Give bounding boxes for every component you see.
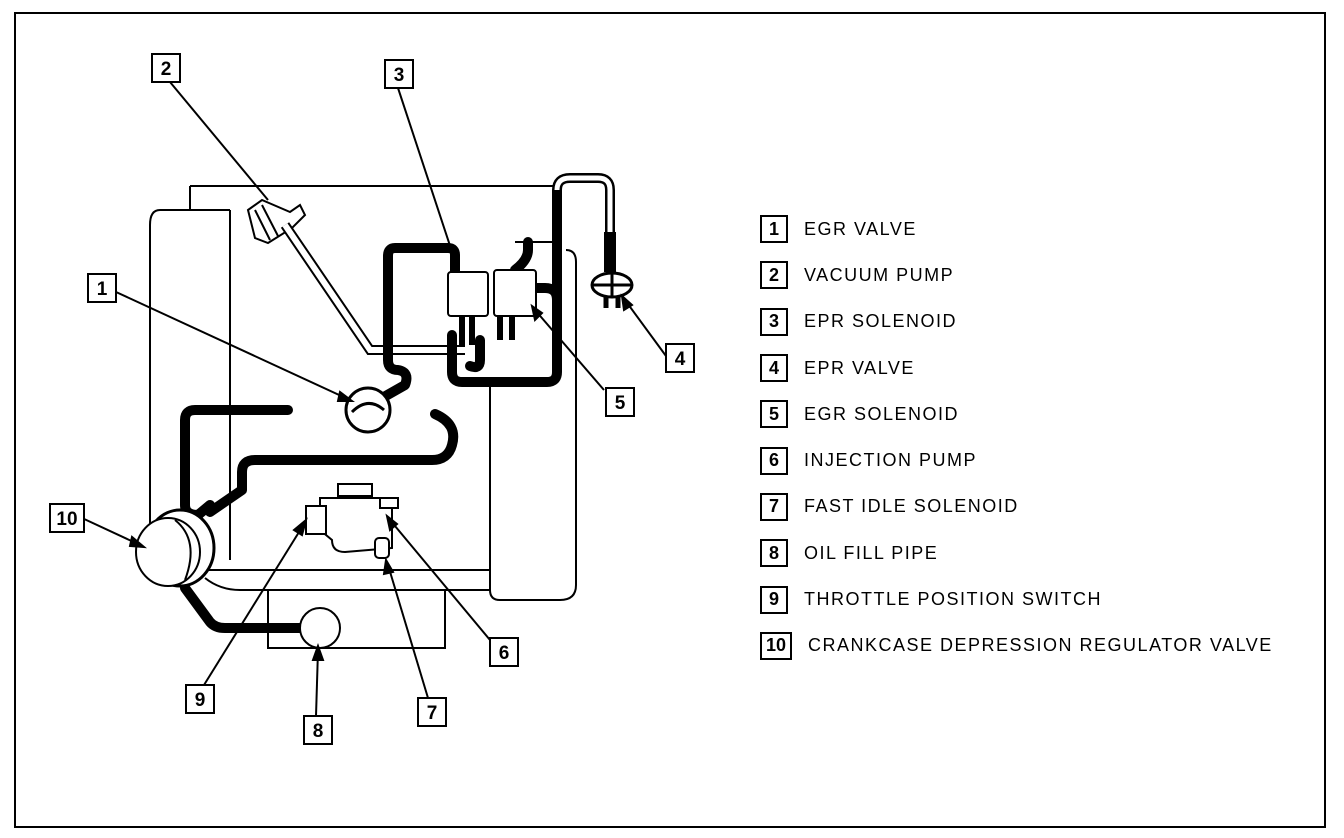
legend-item: 6 INJECTION PUMP bbox=[760, 437, 1300, 483]
legend-number: 5 bbox=[760, 400, 788, 429]
callout-5: 5 bbox=[605, 387, 635, 417]
legend-label: OIL FILL PIPE bbox=[804, 542, 939, 563]
legend-number: 7 bbox=[760, 492, 788, 521]
legend-item: 8 OIL FILL PIPE bbox=[760, 530, 1300, 576]
callout-4: 4 bbox=[665, 343, 695, 373]
legend-item: 7 FAST IDLE SOLENOID bbox=[760, 484, 1300, 530]
legend-label: VACUUM PUMP bbox=[804, 264, 955, 285]
cdr-valve bbox=[135, 508, 216, 588]
svg-text:4: 4 bbox=[675, 349, 686, 370]
callout-8: 8 bbox=[303, 715, 333, 745]
epr-valve bbox=[590, 232, 634, 308]
vacuum-pump bbox=[246, 198, 465, 355]
legend-item: 4 EPR VALVE bbox=[760, 345, 1300, 391]
legend-item: 10 CRANKCASE DEPRESSION REGULATOR VALVE bbox=[760, 623, 1300, 669]
legend-number: 1 bbox=[760, 215, 788, 244]
solenoids bbox=[447, 269, 537, 345]
legend-number: 8 bbox=[760, 539, 788, 568]
svg-text:8: 8 bbox=[313, 721, 324, 742]
callout-7: 7 bbox=[417, 697, 447, 727]
legend-number: 10 bbox=[760, 631, 792, 660]
svg-text:3: 3 bbox=[394, 65, 405, 86]
legend-label: FAST IDLE SOLENOID bbox=[804, 496, 1019, 517]
legend-number: 6 bbox=[760, 446, 788, 475]
callout-9: 9 bbox=[185, 684, 215, 714]
callout-10: 10 bbox=[49, 503, 85, 533]
egr-valve bbox=[344, 386, 392, 434]
legend-item: 1 EGR VALVE bbox=[760, 206, 1300, 252]
svg-text:1: 1 bbox=[97, 279, 108, 300]
svg-text:6: 6 bbox=[499, 643, 510, 664]
legend-number: 9 bbox=[760, 585, 788, 614]
svg-text:2: 2 bbox=[161, 59, 172, 80]
legend-item: 2 VACUUM PUMP bbox=[760, 252, 1300, 298]
legend-label: EGR VALVE bbox=[804, 218, 917, 239]
legend-label: CRANKCASE DEPRESSION REGULATOR VALVE bbox=[808, 635, 1273, 656]
diagram-frame bbox=[14, 12, 1326, 828]
legend-label: EPR VALVE bbox=[804, 357, 915, 378]
callout-6: 6 bbox=[489, 637, 519, 667]
legend-number: 3 bbox=[760, 307, 788, 336]
legend-label: EGR SOLENOID bbox=[804, 403, 960, 424]
legend-item: 9 THROTTLE POSITION SWITCH bbox=[760, 576, 1300, 622]
legend-item: 5 EGR SOLENOID bbox=[760, 391, 1300, 437]
svg-text:10: 10 bbox=[56, 509, 77, 530]
legend-label: EPR SOLENOID bbox=[804, 311, 958, 332]
callout-2: 2 bbox=[151, 53, 181, 83]
legend: 1 EGR VALVE 2 VACUUM PUMP 3 EPR SOLENOID… bbox=[760, 206, 1300, 669]
vacuum-hoses bbox=[180, 173, 615, 633]
svg-text:5: 5 bbox=[615, 393, 626, 414]
callout-boxes: 1 2 3 4 5 6 7 8 9 10 bbox=[49, 53, 695, 745]
legend-label: THROTTLE POSITION SWITCH bbox=[804, 589, 1103, 610]
legend-label: INJECTION PUMP bbox=[804, 450, 978, 471]
injection-pump bbox=[305, 483, 399, 559]
leader-lines bbox=[81, 81, 667, 717]
legend-number: 4 bbox=[760, 354, 788, 383]
legend-number: 2 bbox=[760, 261, 788, 290]
callout-3: 3 bbox=[384, 59, 414, 89]
callout-1: 1 bbox=[87, 273, 117, 303]
svg-text:7: 7 bbox=[427, 703, 438, 724]
oil-fill-pipe bbox=[299, 607, 341, 649]
svg-text:9: 9 bbox=[195, 690, 206, 711]
legend-item: 3 EPR SOLENOID bbox=[760, 299, 1300, 345]
